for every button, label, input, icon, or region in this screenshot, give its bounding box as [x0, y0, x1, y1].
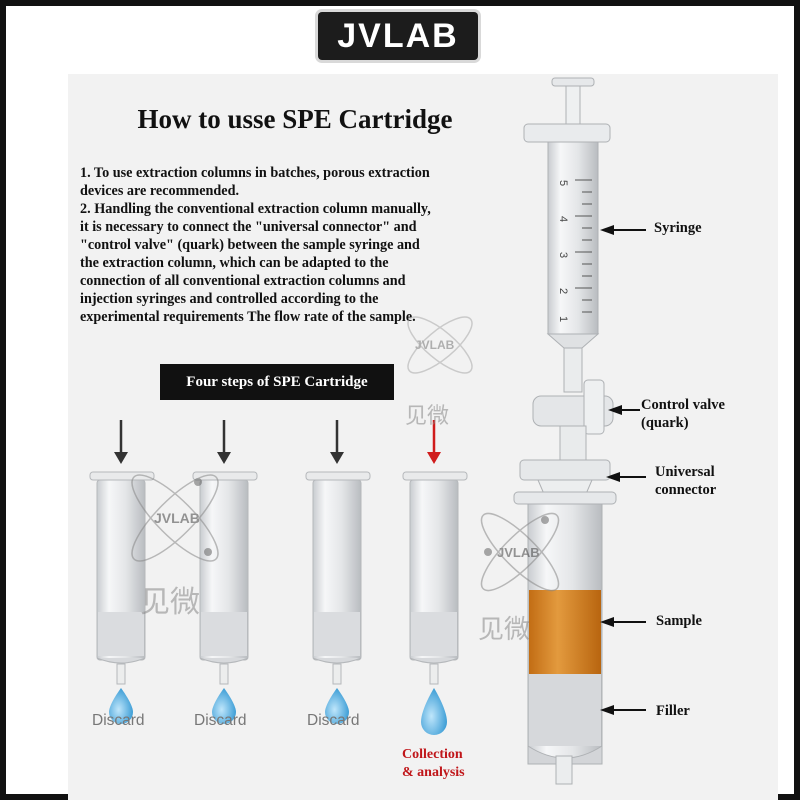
- sample-band: [529, 590, 601, 674]
- universal-connector: [519, 459, 611, 495]
- step-arrow: [114, 420, 128, 464]
- page-title: How to usse SPE Cartridge: [137, 104, 453, 134]
- steps-heading: Four steps of SPE Cartridge: [160, 364, 394, 400]
- label-line: (quark): [641, 415, 689, 431]
- instruction-line: injection syringes and controlled accord…: [80, 291, 379, 307]
- control-valve: [532, 379, 614, 461]
- label-line: Control valve: [641, 397, 725, 413]
- watermark-chinese: 见微: [405, 404, 449, 429]
- label-filler: Filler: [656, 703, 690, 719]
- drop-icon: [325, 688, 349, 724]
- step-arrow: [217, 420, 231, 464]
- cartridge: [305, 471, 371, 685]
- label-control-valve: Control valve (quark): [641, 396, 725, 432]
- label-line: connector: [655, 482, 717, 498]
- drop-icon: [109, 688, 133, 724]
- syringe-scale-label: 1: [557, 316, 569, 322]
- drop-icon: [421, 688, 447, 735]
- watermark-logo: JVLAB: [497, 545, 540, 560]
- watermark-logo: JVLAB: [415, 338, 455, 352]
- syringe-scale-label: 2: [557, 288, 569, 294]
- step-caption: Discard: [307, 712, 360, 729]
- step-caption: Discard: [194, 712, 247, 729]
- instruction-line: connection of all conventional extractio…: [80, 273, 406, 289]
- instruction-line: experimental requirements The flow rate …: [80, 309, 416, 325]
- syringe: 5 4 3 2 1: [523, 77, 611, 393]
- large-cartridge: [513, 491, 617, 785]
- instruction-line: it is necessary to connect the "universa…: [80, 219, 417, 235]
- caption-line: Collection: [402, 747, 463, 762]
- watermark-chinese: 见微: [140, 585, 200, 620]
- cartridge: [402, 471, 468, 685]
- cartridge: [192, 471, 258, 685]
- drop-icon: [212, 688, 236, 724]
- step-caption-collection: Collection & analysis: [402, 746, 465, 782]
- label-syringe: Syringe: [654, 220, 702, 236]
- syringe-scale-label: 3: [557, 252, 569, 258]
- instruction-line: "control valve" (quark) between the samp…: [80, 237, 420, 253]
- caption-line: & analysis: [402, 765, 465, 780]
- watermark: JVLAB 见微: [478, 512, 560, 645]
- brand-logo: JVLAB: [318, 12, 478, 60]
- instruction-line: the extraction column, which can be adap…: [80, 255, 389, 271]
- content-panel: [68, 74, 778, 800]
- watermark: JVLAB 见微: [131, 474, 219, 620]
- label-universal-connector: Universal connector: [655, 463, 716, 499]
- instruction-line: devices are recommended.: [80, 183, 240, 199]
- label-line: Universal: [655, 464, 715, 480]
- step-arrow-red: [427, 420, 441, 464]
- watermark: JVLAB 见微: [405, 316, 473, 429]
- instruction-line: 2. Handling the conventional extraction …: [80, 201, 431, 217]
- syringe-scale-label: 5: [557, 180, 569, 186]
- watermark-chinese: 见微: [478, 615, 530, 645]
- filler-band: [529, 674, 601, 746]
- step-arrow: [330, 420, 344, 464]
- step-caption: Discard: [92, 712, 145, 729]
- cartridge: [89, 471, 155, 685]
- instruction-line: 1. To use extraction columns in batches,…: [80, 165, 430, 181]
- label-sample: Sample: [656, 613, 702, 629]
- watermark-logo: JVLAB: [154, 510, 200, 526]
- syringe-scale-label: 4: [557, 216, 569, 222]
